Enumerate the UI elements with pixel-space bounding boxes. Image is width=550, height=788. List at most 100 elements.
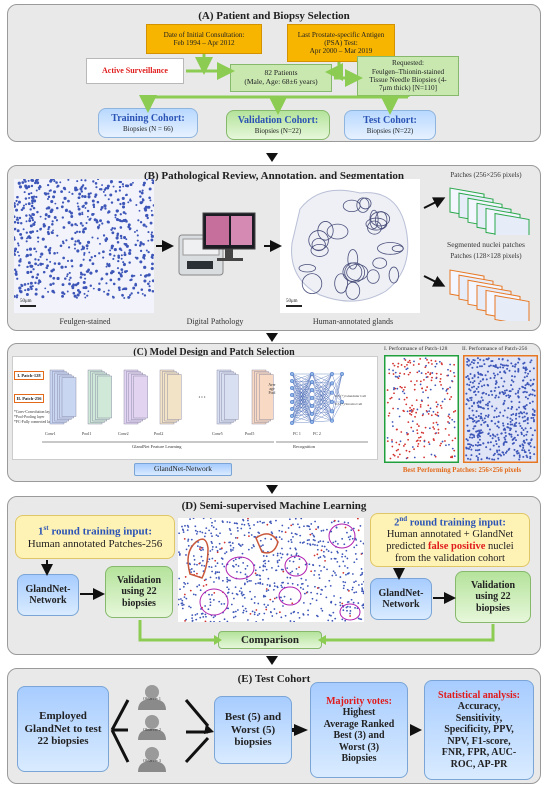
observer1-label: Observer 1 [143,696,161,701]
svg-text:···: ··· [198,393,206,402]
stat-line3: Sensitivity, [455,712,503,724]
round2-rest: round training input: [407,517,506,529]
active-surveillance-box: Active Surveillance [86,58,184,84]
patch-128-tag: I. Patch-128 [14,371,44,380]
feature-learning-label: GlandNet Feature Learning [132,444,182,449]
observers-graphic [110,685,214,772]
observer3-label: Observer 3 [143,758,161,763]
round2-body1: Human annotated + GlandNet [386,529,514,541]
employed-box: Employed GlandNet to test 22 biopsies [17,686,109,772]
round2-num: 2 [394,517,400,529]
validation-right-box: Validation using 22 biopsies [455,571,531,623]
majority-box: Majority votes: Highest Average Ranked B… [310,682,408,778]
employed-line2: GlandNet to test [24,722,102,735]
segmented-label: Segmented nuclei patches [447,240,525,249]
maj-line3: Average Ranked [323,718,395,730]
round2-sup: nd [399,514,408,523]
maj-line6: Biopsies [341,753,377,764]
validation-cohort-box: Validation Cohort: Biopsies (N=22) [226,110,330,140]
round1-num: 1 [38,525,44,538]
arrow-b-c [266,333,278,342]
pool5-label: Pool5 [245,431,255,436]
round2-body3: from the validation cohort [395,553,505,565]
val-left-line1: Validation [116,574,162,586]
patients-line1: 82 Patients [264,68,298,78]
glands-label: Human-annotated glands [312,317,394,326]
psa-line3: Apr 2000 – Mar 2019 [309,47,373,56]
maj-line2: Highest [342,707,376,718]
fc1-label: FC 1 [293,431,301,436]
fc2-label: FC 2 [313,431,321,436]
output-stroma: 0.5 (+) Stroma Cell [335,402,363,406]
req-line2: Feulgen–Thionin-stained [371,67,445,76]
patches-128-stack [449,269,530,321]
legend-pool: *Pool-Pooling layer [14,415,45,419]
req-line4: 7μm thick) [N=110] [379,84,437,93]
patch-256-label: II. Patch-256 [16,395,42,401]
round2-predicted: predicted [386,541,428,553]
consult-line1: Date of Initial Consultation: [163,30,245,39]
avgpool-label: Average Pool [268,383,276,395]
arrow-c-d [266,485,278,494]
active-surveillance-label: Active Surveillance [102,66,168,76]
glandnet-left-box: GlandNet- Network [17,574,79,616]
panel-a-title: (A) Patient and Biopsy Selection [198,10,350,22]
round2-heading: 2nd round training input: [394,515,506,530]
comparison-label: Comparison [240,633,300,646]
stat-line4: Specificity, PPV, [444,724,514,736]
consult-line2: Feb 1994 – Apr 2012 [173,39,235,47]
stat-line5: NPV, F1-score, [447,735,511,747]
perf-256-image [463,355,538,463]
arrow-d-e [266,656,278,665]
stat-analysis-box: Statistical analysis: Accuracy, Sensitiv… [424,680,534,780]
stat-heading: Statistical analysis: [438,689,520,701]
conv1-label: Conv1 [45,431,56,436]
psa-line2: (PSA) Test: [324,38,358,47]
round1-body: Human annotated Patches-256 [27,537,163,550]
validation-left-box: Validation using 22 biopsies [105,566,173,618]
glandnet-network-tag: GlandNet-Network [134,463,232,476]
bw-line3: biopsies [234,736,272,749]
net-left-line1: GlandNet- [25,583,71,595]
round1-input-box: 1st round training input: Human annotate… [15,515,175,559]
consult-date-box: Date of Initial Consultation: Feb 1994 –… [146,24,262,54]
digital-pathology-image [178,212,256,276]
cnn-layers: ··· [42,369,368,443]
maj-line5: Worst (3) [338,741,380,753]
panel-c-title: (C) Model Design and Patch Selection [133,347,295,358]
val-left-line2: using 22 [121,586,157,598]
employed-line1: Employed [39,710,87,723]
arrow-a-b [266,153,278,162]
patch-256-tag: II. Patch-256 [14,394,44,403]
perf-128-label: I. Performance of Patch-128 [384,346,448,352]
stat-line6: FNR, FPR, AUC- [441,747,517,759]
perf-128-image [384,355,459,463]
val-left-line3: biopsies [122,597,156,609]
validation-title: Validation Cohort: [237,115,319,127]
training-sub: Biopsies (N = 66) [122,124,174,133]
training-title: Training Cohort: [111,113,185,125]
patients-line2: (Male, Age: 68±6 years) [244,77,318,86]
test-sub: Biopsies (N=22) [366,126,414,135]
feulgen-image: 50μm [14,179,154,313]
recognition-label: Recognition [293,444,315,449]
panel-e-title: (E) Test Cohort [237,673,311,685]
conv2-label: Conv2 [118,431,129,436]
panel-b-arrows [156,197,446,287]
psa-box: Last Prostate-specific Antigen (PSA) Tes… [287,24,395,62]
scale-bar-2: 50μm [286,299,298,304]
bw-line2: Worst (5) [230,723,276,736]
patches-256-label: Patches (256×256 pixels) [450,171,522,179]
round2-nuclei: nuclei [485,541,514,553]
requested-box: Requested: Feulgen–Thionin-stained Tissu… [357,56,459,96]
pool1-label: Pool1 [82,431,92,436]
round2-false-positive: false positive [427,541,486,553]
observer2-label: Observer 2 [143,727,161,732]
net-left-line2: Network [29,595,67,606]
stat-line2: Accuracy, [457,701,501,713]
perf-256-label: II. Performance of Patch-256 [462,346,528,352]
round1-heading: 1st round training input: [38,524,152,538]
net-right-line2: Network [382,599,420,610]
panel-d-title: (D) Semi-supervised Machine Learning [181,500,367,512]
bw-line1: Best (5) and [224,711,282,724]
